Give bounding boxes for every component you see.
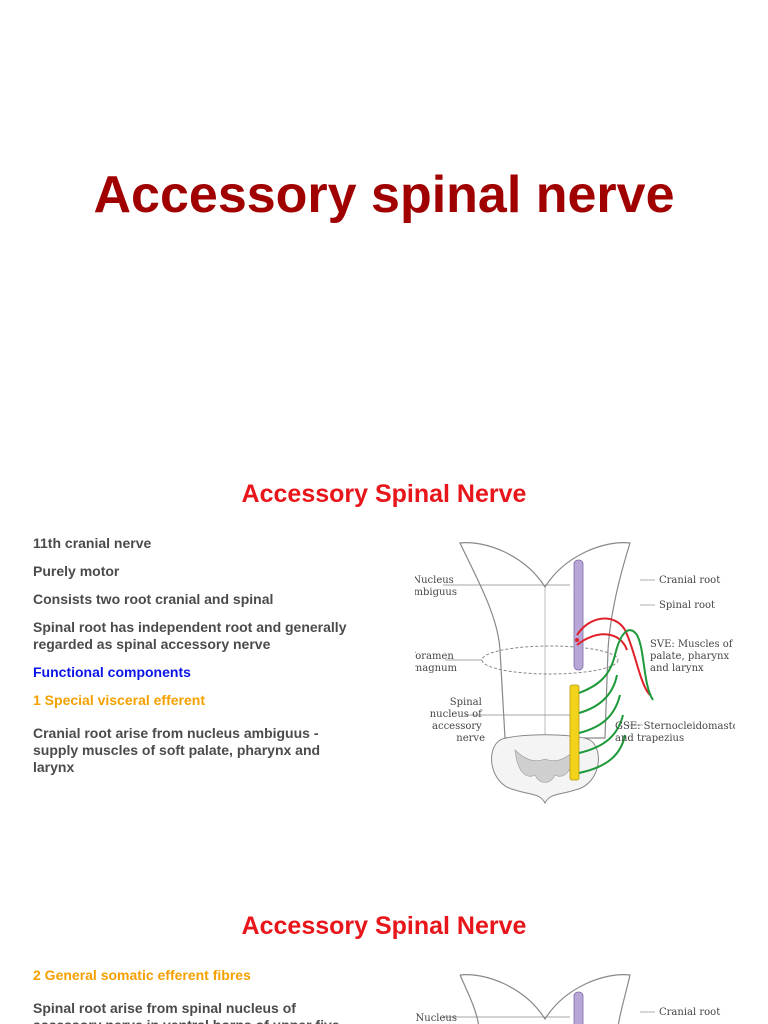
nucleus-ambiguus [573,559,584,671]
label-sve: SVE: Muscles of palate, pharynx and lary… [650,639,735,674]
diagram-svg-partial: Nucleus Cranial root [416,974,720,1024]
foramen-magnum-ring [481,645,619,675]
label-foramen-magnum: Foramen magnum [415,651,458,674]
bullet-text: Spinal root arise from spinal nucleus of… [33,1000,340,1024]
bullet-text: Consists two root cranial and spinal [33,591,274,607]
slide-heading: Accessory Spinal Nerve [241,912,527,940]
accessory-nerve-diagram-partial: Nucleus Cranial root [415,967,735,1024]
nucleus-ambiguus [573,991,584,1024]
presentation-title: Accessory spinal nerve [93,166,675,224]
label-nucleus: Nucleus [416,1013,457,1024]
brainstem-outline [459,542,631,739]
bullet-text: 11th cranial nerve [33,535,152,551]
slide-text-column: 2 General somatic efferent fibres Spinal… [33,967,348,1024]
slide-accessory-spinal-nerve-2: Accessory Spinal Nerve 2 General somatic… [0,855,768,1024]
component-label: 2 General somatic efferent fibres [33,967,251,983]
accessory-nerve-diagram: Nucleus ambiguus Foramen magnum Spinal n… [408,535,749,813]
label-spinal-root: Spinal root [659,600,715,611]
spinal-nucleus [569,684,580,781]
bullet-text: Spinal root has independent root and gen… [33,619,347,652]
label-gse: GSE: Sternocleidomastoid and trapezius [615,721,735,744]
title-slide: Accessory spinal nerve [0,0,768,435]
label-spinal-nucleus: Spinal nucleus of accessory nerve [430,697,485,744]
diagram-svg: Nucleus ambiguus Foramen magnum Spinal n… [408,542,749,805]
slide-text-column: 11th cranial nerve Purely motor Consists… [33,535,348,787]
slide-heading: Accessory Spinal Nerve [241,480,527,508]
label-cranial-root: Cranial root [659,1007,720,1018]
grey-matter [514,749,576,783]
bullet-text: Cranial root arise from nucleus ambiguus… [33,725,321,775]
component-label: 1 Special visceral efferent [33,692,205,708]
label-cranial-root: Cranial root [659,575,720,586]
slide-accessory-spinal-nerve-1: Accessory Spinal Nerve 11th cranial nerv… [0,435,768,855]
brainstem-outline [459,974,631,1024]
label-nucleus-ambiguus: Nucleus ambiguus [415,575,457,598]
spinal-root-fibers [578,629,654,774]
cranial-root-fibers [576,617,651,696]
bullet-text: Purely motor [33,563,120,579]
section-subheading: Functional components [33,664,191,680]
